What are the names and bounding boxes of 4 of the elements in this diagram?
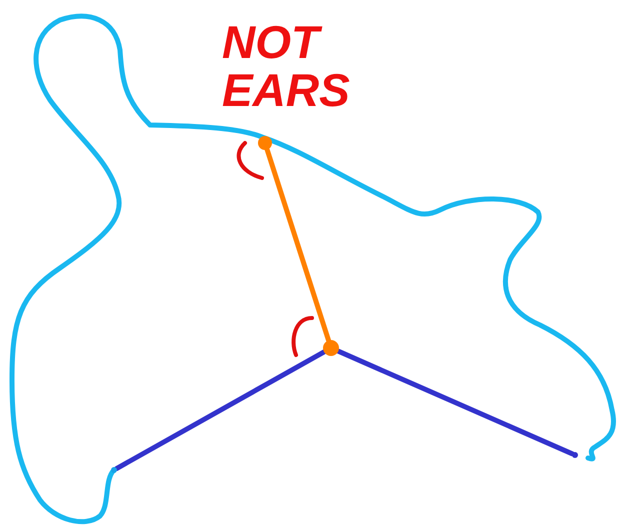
handwritten-note: NOT EARS [222,18,351,114]
line-segment [336,348,575,456]
line-segment [264,147,332,343]
line-segment [114,349,327,472]
